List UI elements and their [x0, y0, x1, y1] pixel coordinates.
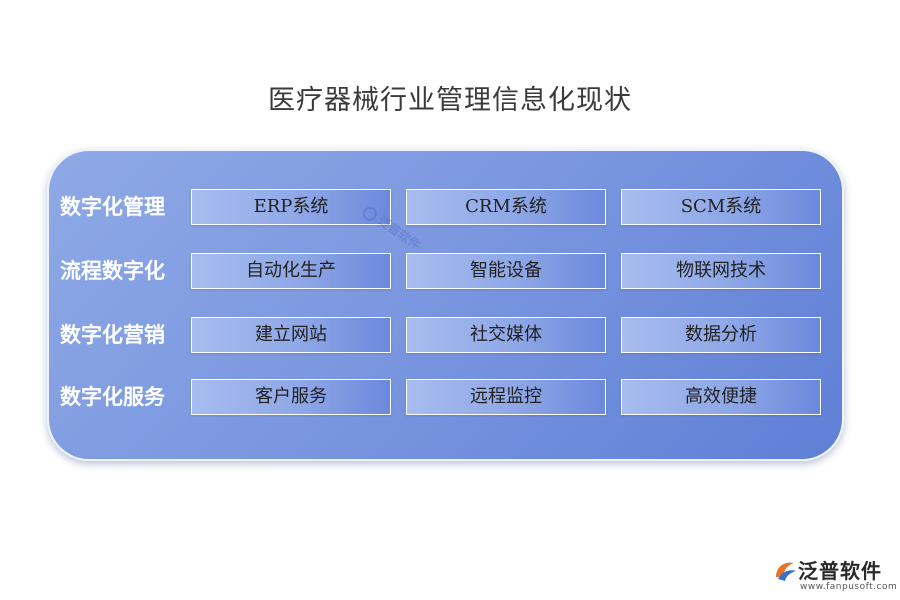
row-label-process-digital: 流程数字化	[60, 259, 165, 283]
cell-iot: 物联网技术	[621, 253, 821, 289]
cell-crm: CRM系统	[406, 189, 606, 225]
cell-remote-monitor: 远程监控	[406, 379, 606, 415]
cell-social-media: 社交媒体	[406, 317, 606, 353]
cell-smart-device: 智能设备	[406, 253, 606, 289]
cell-efficient: 高效便捷	[621, 379, 821, 415]
brand-logo: 泛普软件 www.fanpusoft.com	[772, 555, 897, 595]
cell-customer-service: 客户服务	[191, 379, 391, 415]
cell-scm: SCM系统	[621, 189, 821, 225]
row-label-digital-service: 数字化服务	[60, 385, 165, 409]
diagram-title: 医疗器械行业管理信息化现状	[268, 85, 632, 116]
cell-website: 建立网站	[191, 317, 391, 353]
row-label-digital-management: 数字化管理	[60, 195, 165, 219]
cell-data-analysis: 数据分析	[621, 317, 821, 353]
brand-logo-name: 泛普软件	[798, 559, 882, 583]
cell-auto-production: 自动化生产	[191, 253, 391, 289]
brand-logo-url: www.fanpusoft.com	[800, 582, 898, 592]
cell-erp: ERP系统	[191, 189, 391, 225]
row-label-digital-marketing: 数字化营销	[60, 323, 165, 347]
watermark-logo: 泛普软件	[347, 202, 427, 275]
brand-logo-icon	[776, 562, 796, 581]
